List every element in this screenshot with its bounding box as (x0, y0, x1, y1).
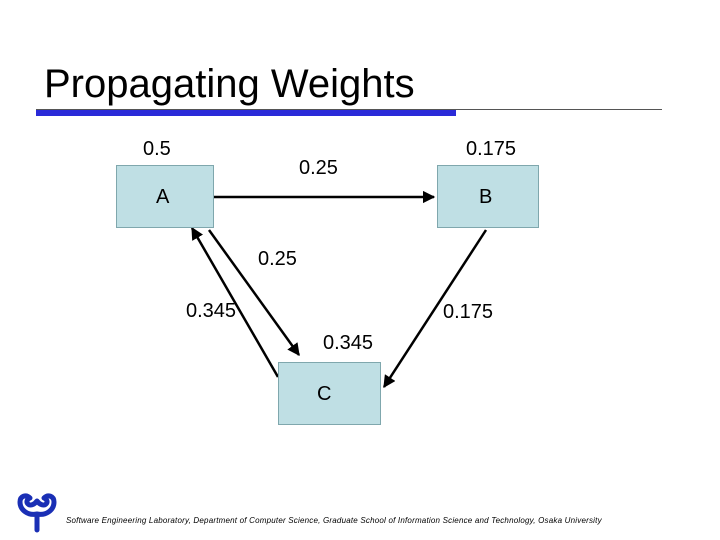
slide-title: Propagating Weights (44, 62, 415, 106)
university-logo-icon (17, 493, 57, 533)
weight-edge-b-to-c: 0.175 (443, 301, 494, 323)
node-a-label: A (156, 186, 170, 208)
node-b (437, 165, 539, 228)
node-a (116, 165, 214, 228)
weight-b: 0.175 (466, 138, 517, 160)
weight-edge-c-to-a: 0.345 (186, 300, 237, 322)
node-b-label: B (479, 186, 493, 208)
title-rule-thick (36, 110, 456, 116)
edge-c-to-a (190, 226, 280, 378)
title-rule-thin (36, 109, 662, 110)
node-c (278, 362, 381, 425)
weight-a: 0.5 (143, 138, 171, 160)
weight-edge-a-to-c: 0.25 (258, 248, 297, 270)
slide-footer: Software Engineering Laboratory, Departm… (66, 516, 602, 525)
weight-c-in: 0.345 (323, 332, 374, 354)
node-c-label: C (317, 383, 332, 405)
weight-edge-a-to-b: 0.25 (299, 157, 338, 179)
edge-b-to-c (382, 229, 488, 389)
edge-a-to-c (207, 229, 301, 357)
